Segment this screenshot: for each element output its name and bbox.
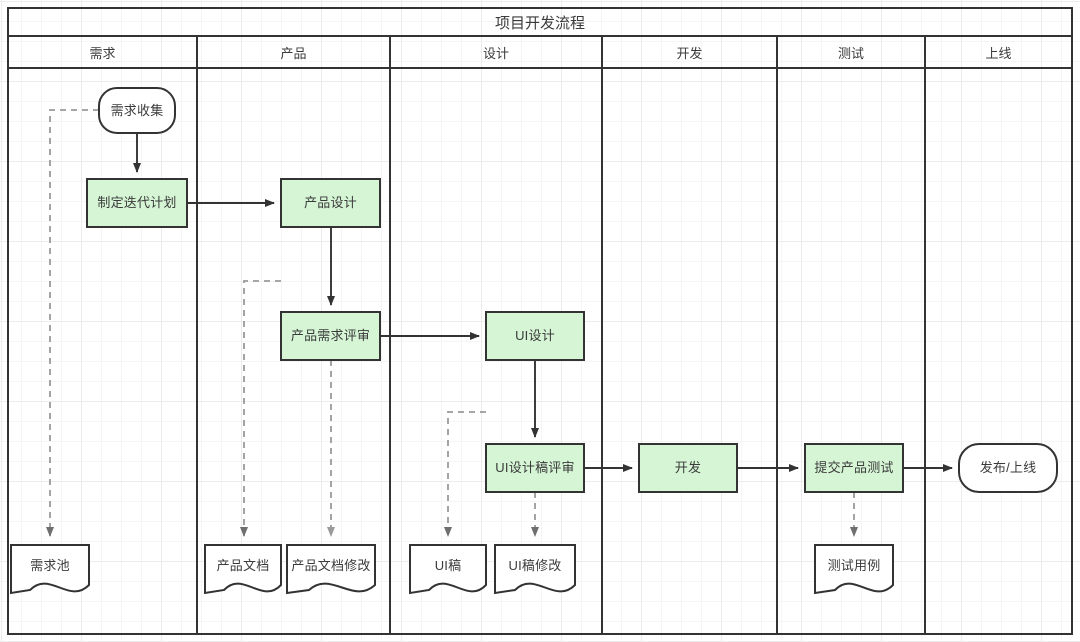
lane-header-release[interactable]: 上线	[985, 45, 1012, 61]
shape-node-ui-draft	[409, 544, 487, 595]
shape-node-requirement-collect	[98, 87, 176, 134]
shape-node-requirement-pool	[10, 544, 90, 595]
node-shapes	[10, 87, 1058, 595]
lane-header-dev[interactable]: 开发	[676, 45, 703, 61]
pool-frame	[7, 7, 1073, 635]
shape-node-test-case	[814, 544, 894, 595]
shape-node-ui-review	[485, 443, 585, 493]
shape-node-product-review	[280, 311, 381, 361]
lane-header-test[interactable]: 测试	[837, 45, 864, 61]
shape-node-develop	[638, 443, 738, 493]
shape-node-submit-test	[804, 443, 904, 493]
lane-header-design[interactable]: 设计	[482, 45, 509, 61]
solid-edges	[133, 133, 953, 472]
lane-header-requirement[interactable]: 需求	[89, 45, 116, 61]
lane-dividers	[196, 36, 926, 634]
shape-node-product-doc	[204, 544, 282, 595]
shape-node-ui-draft-revise	[494, 544, 576, 595]
diagram-title: 项目开发流程	[494, 14, 585, 32]
shape-node-product-doc-revise	[286, 544, 376, 595]
edge-collect-to-pool	[46, 109, 99, 537]
dashed-edges	[46, 109, 858, 537]
edge-review-to-doc	[240, 280, 281, 537]
shape-node-iteration-plan	[86, 178, 188, 228]
lane-header-product[interactable]: 产品	[280, 45, 307, 61]
shape-node-product-design	[280, 178, 381, 228]
shape-node-ui-design	[485, 311, 585, 361]
shape-node-release	[958, 443, 1058, 493]
edge-ui-review-to-draft	[444, 411, 486, 537]
